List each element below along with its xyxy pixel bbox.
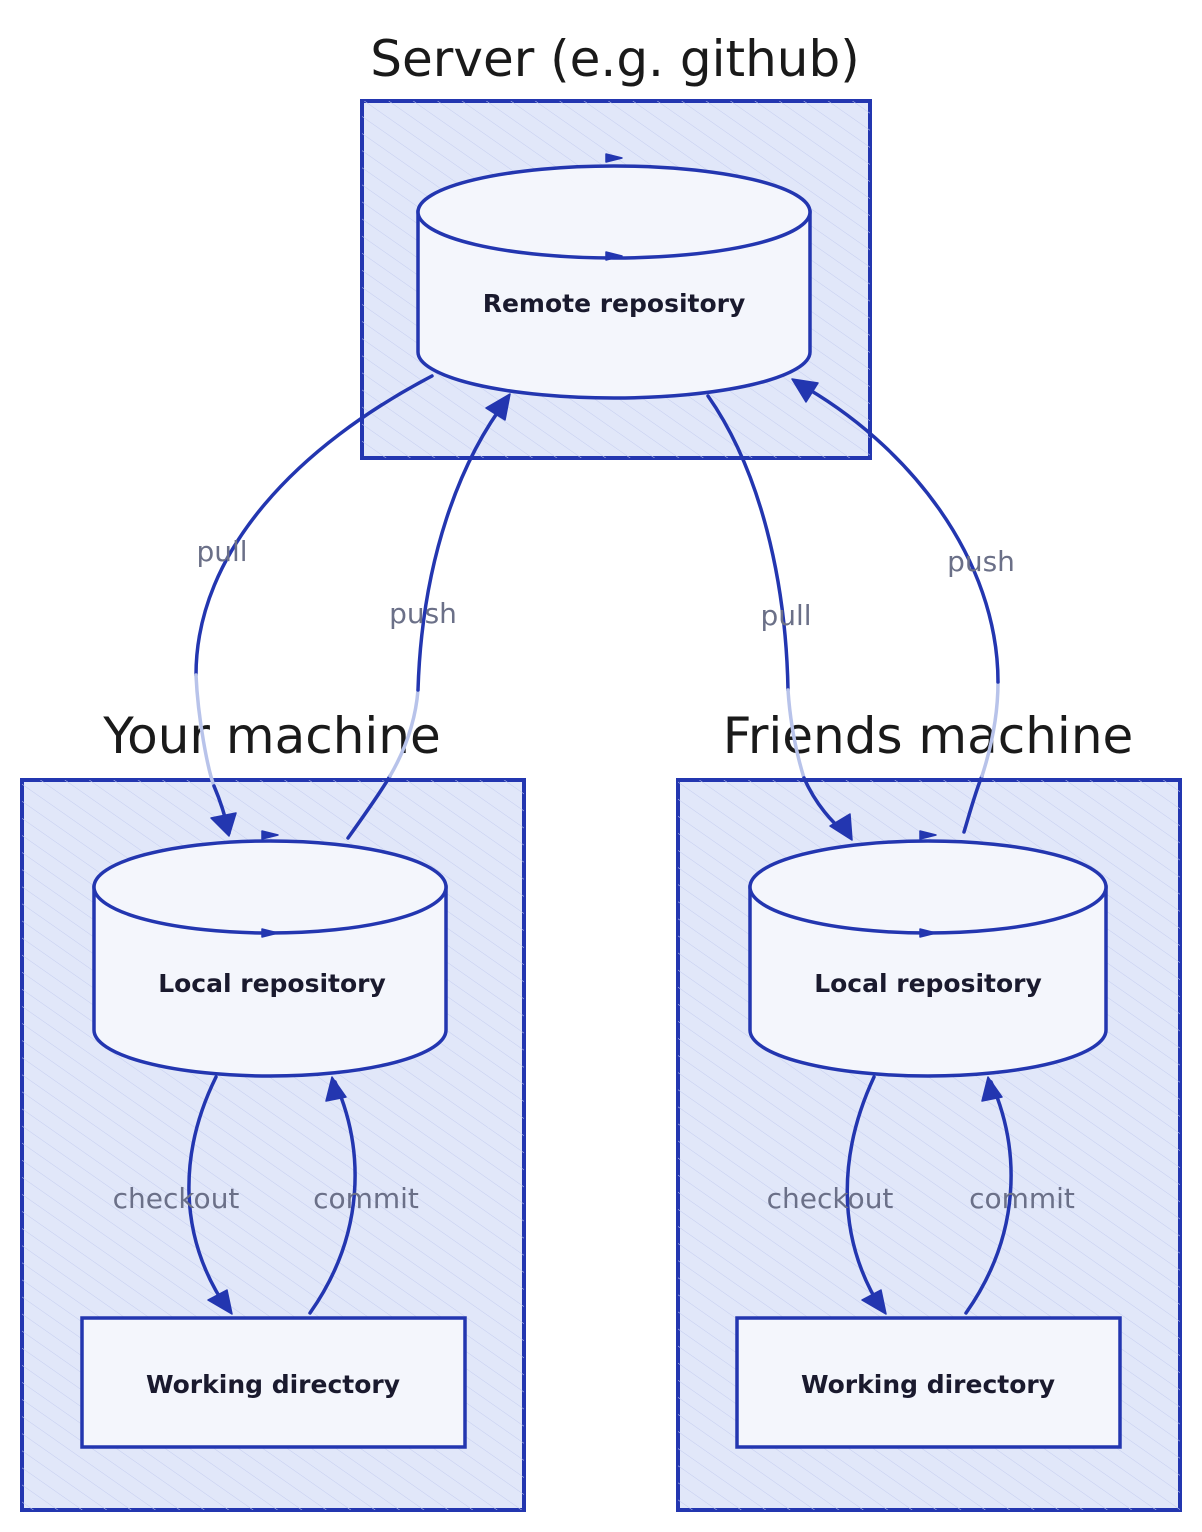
friend-push-label: push <box>947 545 1015 578</box>
server-title: Server (e.g. github) <box>370 30 859 88</box>
friends-working-directory[interactable]: Working directory <box>735 1316 1122 1449</box>
friends-local-repository-label: Local repository <box>814 969 1042 998</box>
your-working-directory[interactable]: Working directory <box>80 1316 467 1449</box>
arrowhead-up-icon <box>325 1076 347 1102</box>
friend-commit-edge <box>964 1076 1013 1315</box>
friends-local-repository[interactable]: Local repository <box>748 830 1108 1078</box>
cylinder-top-mark-icon <box>605 153 623 163</box>
friends-machine-title: Friends machine <box>723 707 1134 765</box>
friend-commit-label: commit <box>969 1182 1075 1215</box>
friend-checkout-edge <box>845 1075 887 1315</box>
friend-push-edge <box>791 378 1000 834</box>
arrowhead-down-icon <box>207 1289 233 1315</box>
friends-working-directory-label: Working directory <box>801 1370 1055 1399</box>
arrowhead-up-icon <box>791 378 819 403</box>
your-checkout-label: checkout <box>113 1182 240 1215</box>
your-pull-edge <box>194 374 434 837</box>
your-commit-edge <box>308 1076 357 1315</box>
cylinder-top-mark-icon <box>919 830 937 840</box>
your-local-repository[interactable]: Local repository <box>92 830 448 1078</box>
your-commit-label: commit <box>313 1182 419 1215</box>
arrowhead-up-icon <box>485 393 511 421</box>
cylinder-mid-mark-icon <box>261 928 279 938</box>
cylinder-mid-mark-icon <box>605 251 623 261</box>
arrowhead-down-icon <box>861 1289 887 1315</box>
arrowhead-up-icon <box>981 1076 1003 1102</box>
remote-repository-label: Remote repository <box>483 289 746 318</box>
friend-pull-edge <box>706 394 853 841</box>
arrowhead-down-icon <box>210 812 237 837</box>
your-working-directory-label: Working directory <box>146 1370 400 1399</box>
remote-repository[interactable]: Remote repository <box>416 153 812 400</box>
cylinder-mid-mark-icon <box>919 928 937 938</box>
friend-pull-label: pull <box>760 599 811 632</box>
your-machine-title: Your machine <box>102 707 441 765</box>
your-push-edge <box>346 393 511 840</box>
your-push-label: push <box>389 597 457 630</box>
your-pull-label: pull <box>196 535 247 568</box>
friend-checkout-label: checkout <box>767 1182 894 1215</box>
arrowhead-down-icon <box>829 813 853 841</box>
your-checkout-edge <box>187 1075 233 1315</box>
cylinder-top-mark-icon <box>261 830 279 840</box>
your-local-repository-label: Local repository <box>158 969 386 998</box>
